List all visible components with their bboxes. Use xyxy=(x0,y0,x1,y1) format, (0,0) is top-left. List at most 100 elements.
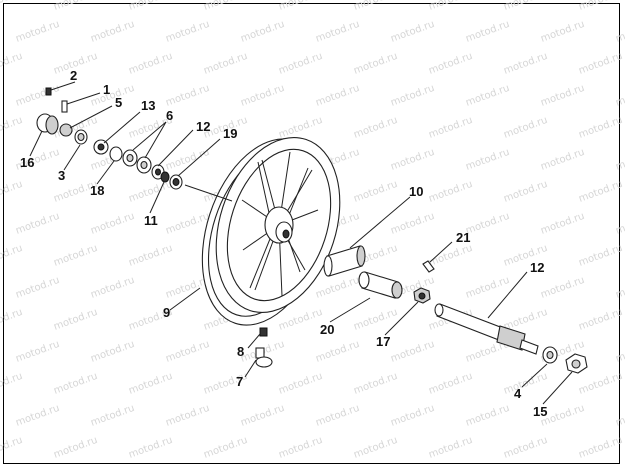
watermark-text: motod.ru xyxy=(464,403,511,429)
watermark-text: motod.ru xyxy=(14,275,61,301)
leader-line-cotter-clip xyxy=(429,241,453,263)
watermark-text: motod.ru xyxy=(389,211,436,237)
watermark-text: motod.ru xyxy=(502,0,549,13)
watermark-text: motod.ru xyxy=(389,19,436,45)
part-p17-drawing xyxy=(413,287,431,304)
watermark-text: motod.ru xyxy=(614,83,625,109)
watermark-text: motod.ru xyxy=(0,115,24,141)
leader-line-axle-nut-right xyxy=(542,371,573,405)
watermark-text: motod.ru xyxy=(502,435,549,461)
watermark-text: motod.ru xyxy=(352,115,399,141)
watermark-text: motod.ru xyxy=(14,403,61,429)
part-label-hub-spacer: 20 xyxy=(320,322,334,337)
watermark-text: motod.ru xyxy=(0,307,24,333)
watermark-text: motod.ru xyxy=(502,51,549,77)
watermark-text: motod.ru xyxy=(0,371,24,397)
watermark-text: motod.ru xyxy=(314,83,361,109)
watermark-text: motod.ru xyxy=(352,0,399,13)
watermark-text: motod.ru xyxy=(202,51,249,77)
watermark-text: motod.ru xyxy=(89,211,136,237)
watermark-text: motod.ru xyxy=(389,339,436,365)
leader-line-axle-nut-left xyxy=(384,301,419,336)
watermark-text: motod.ru xyxy=(164,147,211,173)
watermark-text: motod.ru xyxy=(427,115,474,141)
watermark-text: motod.ru xyxy=(14,19,61,45)
watermark-text: motod.ru xyxy=(164,403,211,429)
watermark-text: motod.ru xyxy=(352,371,399,397)
leader-line-retainer xyxy=(96,160,115,185)
watermark-text: motod.ru xyxy=(577,115,624,141)
part-label-axle-washer: 4 xyxy=(514,386,522,401)
watermark-text: motod.ru xyxy=(277,435,324,461)
watermark-text: motod.ru xyxy=(164,83,211,109)
watermark-text: motod.ru xyxy=(577,0,624,13)
watermark-text: motod.ru xyxy=(89,83,136,109)
part-label-axle-nut-left: 17 xyxy=(376,334,390,349)
watermark-text: motod.ru xyxy=(352,307,399,333)
watermark-text: motod.ru xyxy=(89,275,136,301)
watermark-text: motod.ru xyxy=(314,339,361,365)
leader-line-washers xyxy=(132,121,167,151)
leader-line-valve-cap xyxy=(247,333,261,349)
watermark-text: motod.ru xyxy=(202,0,249,13)
watermark-text: motod.ru xyxy=(0,179,24,205)
part-label-front-axle: 12 xyxy=(530,260,544,275)
watermark-text: motod.ru xyxy=(614,275,625,301)
watermark-text: motod.ru xyxy=(89,339,136,365)
watermark-text: motod.ru xyxy=(577,435,624,461)
watermark-text: motod.ru xyxy=(314,275,361,301)
watermark-text: motod.ru xyxy=(427,0,474,13)
part-label-bearing: 12 xyxy=(196,119,210,134)
watermark-text: motod.ru xyxy=(164,211,211,237)
watermark-text: motod.ru xyxy=(89,19,136,45)
leader-line-spacer-washer xyxy=(149,181,165,214)
watermark-text: motod.ru xyxy=(277,0,324,13)
leader-line-small-nut xyxy=(69,105,113,129)
part-label-oil-seal: 19 xyxy=(223,126,237,141)
watermark-text: motod.ru xyxy=(427,435,474,461)
part-p8-drawing xyxy=(259,327,268,337)
part-p3-drawing xyxy=(74,129,88,145)
watermark-text: motod.ru xyxy=(127,435,174,461)
watermark-text: motod.ru xyxy=(539,147,586,173)
part-label-cotter-clip: 21 xyxy=(456,230,470,245)
leader-line-axle-sleeve xyxy=(349,196,411,249)
watermark-text: motod.ru xyxy=(202,435,249,461)
watermark-text: motod.ru xyxy=(52,0,99,13)
watermark-text: motod.ru xyxy=(464,211,511,237)
watermark-text: motod.ru xyxy=(14,211,61,237)
part-p19-drawing xyxy=(169,174,183,190)
watermark-text: motod.ru xyxy=(614,339,625,365)
leader-lines xyxy=(29,81,573,405)
part-p20-drawing xyxy=(358,271,403,299)
leader-line-speedo-drive-housing xyxy=(29,130,43,157)
watermark-text: motod.ru xyxy=(239,83,286,109)
watermark-text: motod.ru xyxy=(0,0,24,13)
watermark-text: motod.ru xyxy=(539,19,586,45)
watermark-text: motod.ru xyxy=(502,179,549,205)
leader-line-axle-washer xyxy=(521,363,548,388)
leader-line-bearing xyxy=(157,129,194,167)
leader-line-oil-seal xyxy=(177,138,221,177)
watermark-text: motod.ru xyxy=(314,403,361,429)
part-p12b-drawing xyxy=(434,303,539,355)
watermark-text: motod.ru xyxy=(89,403,136,429)
watermark-text: motod.ru xyxy=(14,339,61,365)
watermark-text: motod.ru xyxy=(164,339,211,365)
watermark-text: motod.ru xyxy=(239,403,286,429)
watermark-text: motod.ru xyxy=(52,243,99,269)
watermark-text: motod.ru xyxy=(127,243,174,269)
watermark-text: motod.ru xyxy=(464,83,511,109)
watermark-text: motod.ru xyxy=(277,307,324,333)
part-label-spacer-washer: 11 xyxy=(144,213,158,228)
watermark-text: motod.ru xyxy=(502,115,549,141)
watermark-text: motod.ru xyxy=(614,147,625,173)
watermark-text: motod.ru xyxy=(127,0,174,13)
watermark-text: motod.ru xyxy=(577,371,624,397)
part-p21-drawing xyxy=(422,260,435,273)
watermark-text: motod.ru xyxy=(0,243,24,269)
part-label-seal-ring: 3 xyxy=(58,168,65,183)
watermark-text: motod.ru xyxy=(464,275,511,301)
